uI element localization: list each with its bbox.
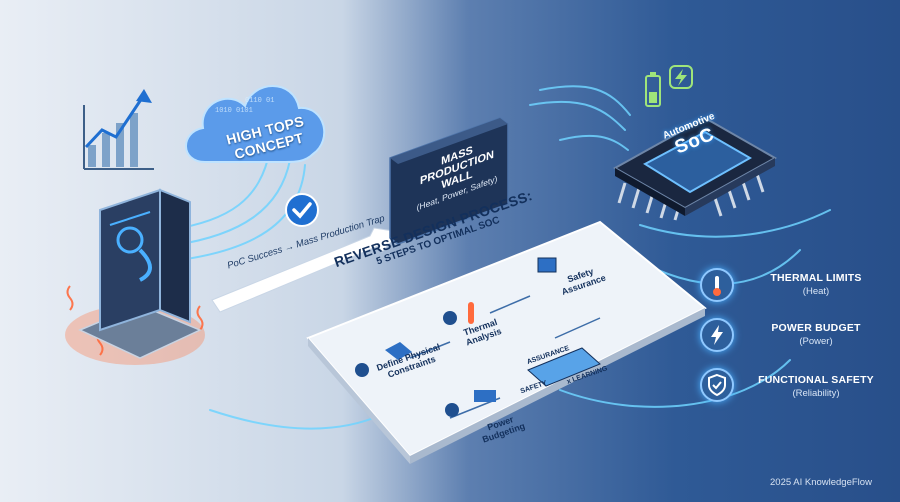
process-board: [306, 220, 707, 464]
constraint-power-title: POWER BUDGET: [771, 322, 861, 334]
constraint-thermal-title: THERMAL LIMITS: [770, 272, 862, 284]
battery-icon: [645, 65, 693, 107]
poc-arrow: [211, 227, 401, 313]
step-1-icon: [355, 342, 412, 377]
constraint-power-subtitle: (Power): [799, 336, 833, 347]
constraint-safety-subtitle: (Reliability): [792, 388, 840, 399]
server-tower-icon: [65, 188, 205, 365]
growth-chart-icon: [83, 89, 154, 170]
footer-credit: 2025 AI KnowledgeFlow: [770, 477, 872, 488]
soc-chip-icon: [612, 116, 778, 221]
lightning-icon: [700, 318, 734, 352]
step-safety-icon: [537, 257, 557, 273]
step-3-icon: [445, 390, 496, 417]
step-2-icon: [443, 302, 474, 325]
svg-text:1010 0101: 1010 0101: [215, 107, 253, 115]
thermometer-icon: [700, 268, 734, 302]
mass-production-wall: [389, 117, 509, 245]
constraint-thermal: THERMAL LIMITS (Heat): [746, 272, 886, 297]
cloud-icon: 1010 0101 0110 01: [185, 85, 326, 163]
constraint-safety: FUNCTIONAL SAFETY (Reliability): [746, 374, 886, 399]
shield-check-icon: [700, 368, 734, 402]
constraint-safety-title: FUNCTIONAL SAFETY: [758, 374, 874, 386]
constraint-thermal-subtitle: (Heat): [802, 286, 830, 297]
check-circle-icon: [285, 193, 319, 227]
matrix-icon: [527, 347, 601, 387]
svg-text:0110 01: 0110 01: [245, 97, 274, 105]
constraint-power: POWER BUDGET (Power): [746, 322, 886, 347]
